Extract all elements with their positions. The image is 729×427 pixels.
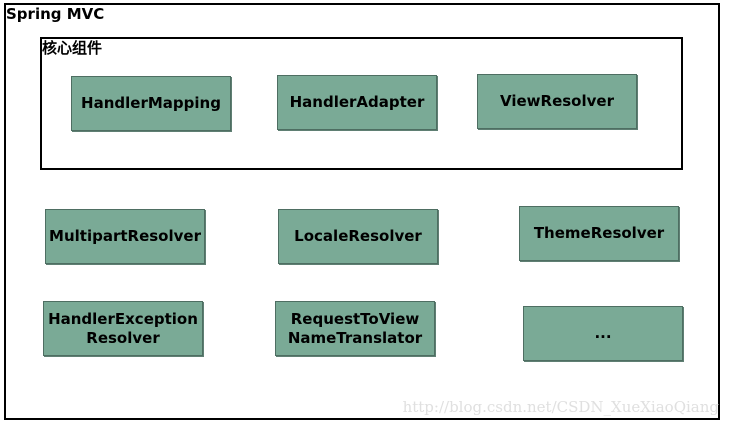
core-components-label: 核心组件 xyxy=(42,39,103,57)
component-view-resolver: ViewResolver xyxy=(477,74,637,129)
core-components-container xyxy=(40,37,683,170)
watermark-text: http://blog.csdn.net/CSDN_XueXiaoQiang xyxy=(402,398,719,416)
component-multipart-resolver: MultipartResolver xyxy=(45,209,205,264)
component-handler-exception-resolver: HandlerException Resolver xyxy=(43,301,203,356)
spring-mvc-label: Spring MVC xyxy=(6,5,105,23)
spring-mvc-container xyxy=(4,3,720,420)
component-request-to-view-name-translator: RequestToView NameTranslator xyxy=(275,301,435,356)
component-theme-resolver: ThemeResolver xyxy=(519,206,679,261)
component-locale-resolver: LocaleResolver xyxy=(278,209,438,264)
component-more-ellipsis: ... xyxy=(523,306,683,361)
component-handler-adapter: HandlerAdapter xyxy=(277,75,437,130)
component-handler-mapping: HandlerMapping xyxy=(71,76,231,131)
